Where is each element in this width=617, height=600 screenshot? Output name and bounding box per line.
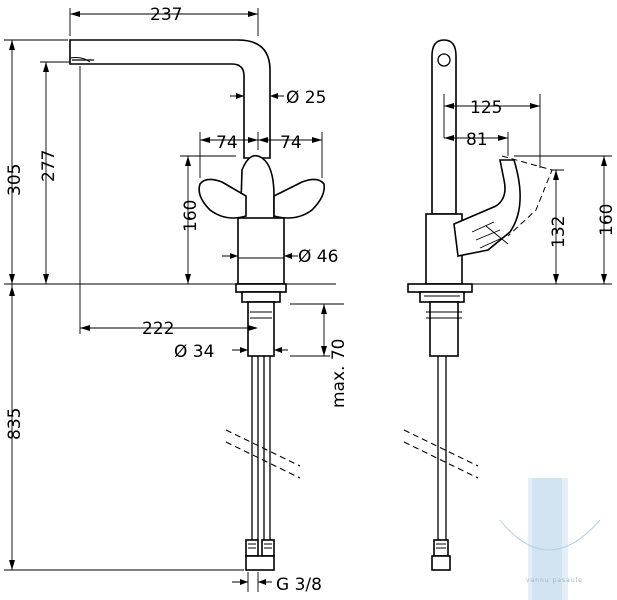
dim-total-height: 305	[5, 164, 25, 196]
watermark-logo: vannu pasaule	[499, 478, 601, 600]
dim-outlet-height: 277	[39, 150, 59, 182]
dim-shank-diameter: Ø 34	[174, 342, 214, 362]
dim-side-height-132: 132	[549, 216, 569, 248]
dim-hose-length: 835	[5, 408, 25, 440]
dim-side-reach-81: 81	[466, 130, 488, 150]
dim-spout-reach: 237	[150, 5, 182, 25]
dim-spout-projection: 222	[142, 319, 174, 339]
dim-handle-right: 74	[280, 133, 302, 153]
dim-side-height-160: 160	[597, 204, 617, 236]
dim-side-reach-125: 125	[470, 98, 502, 118]
dim-connection: G 3/8	[276, 575, 322, 595]
dim-handle-height: 160	[181, 200, 201, 232]
dim-handle-left: 74	[216, 133, 238, 153]
dim-body-diameter: Ø 46	[298, 247, 338, 267]
dim-max-deck: max. 70	[329, 339, 349, 408]
dim-spout-diameter: Ø 25	[286, 88, 326, 108]
front-view: 237 Ø 25 74 74 160 Ø 46 305 277	[4, 5, 349, 595]
watermark-text: vannu pasaule	[526, 577, 583, 584]
side-view: 125 81 132 160	[403, 39, 617, 571]
